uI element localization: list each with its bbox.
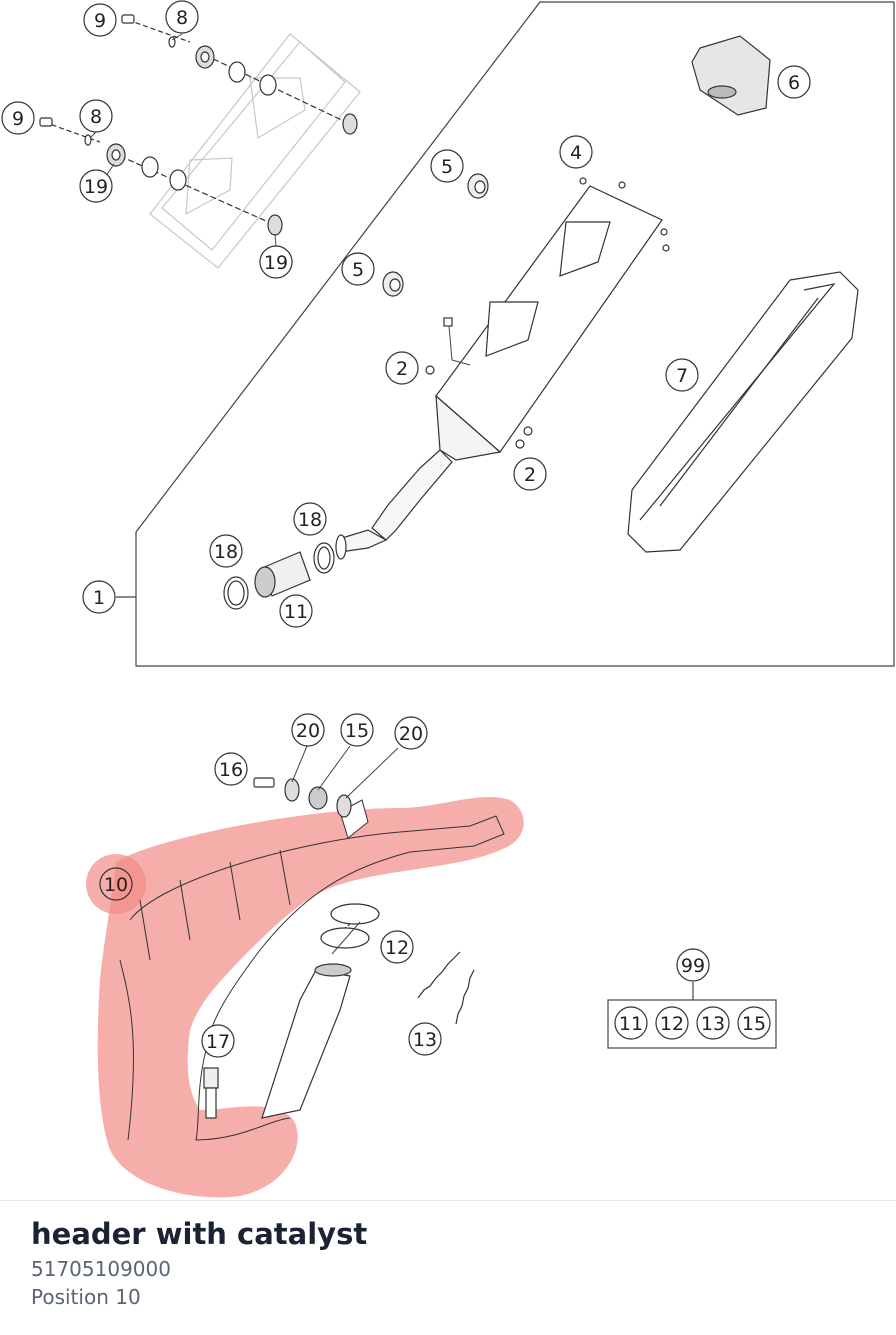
silencer-body — [335, 177, 670, 560]
svg-text:11: 11 — [284, 601, 308, 623]
callout-2b[interactable]: 2 — [513, 457, 547, 491]
svg-text:18: 18 — [298, 509, 322, 531]
callout-12[interactable]: 12 — [380, 930, 414, 964]
kit-callout-15[interactable]: 15 — [737, 1006, 771, 1040]
silencer-outer-shell — [627, 271, 859, 553]
callout-19a[interactable]: 19 — [79, 169, 113, 203]
mount-hardware-upper — [121, 14, 358, 135]
svg-text:18: 18 — [214, 541, 238, 563]
callout-5b[interactable]: 5 — [341, 252, 375, 286]
callout-13[interactable]: 13 — [408, 1022, 442, 1056]
callout-20a[interactable]: 20 — [291, 713, 325, 747]
kit-callout-11[interactable]: 11 — [614, 1006, 648, 1040]
callout-8b[interactable]: 8 — [79, 99, 113, 133]
callout-15[interactable]: 15 — [340, 713, 374, 747]
callout-11[interactable]: 11 — [279, 594, 313, 628]
svg-text:20: 20 — [399, 723, 423, 745]
callout-6[interactable]: 6 — [777, 65, 811, 99]
callout-4[interactable]: 4 — [559, 135, 593, 169]
selected-part-panel: header with catalyst 51705109000 Positio… — [0, 1200, 896, 1335]
callout-10[interactable]: 10 — [99, 867, 133, 901]
header-pipe-outline — [119, 799, 505, 1141]
mount-hardware-lower — [39, 117, 283, 236]
callout-1[interactable]: 1 — [82, 580, 116, 614]
svg-text:16: 16 — [219, 759, 243, 781]
kit-callout-13[interactable]: 13 — [696, 1006, 730, 1040]
tension-springs — [417, 951, 475, 1025]
rubber-grommets — [382, 173, 489, 297]
callout-9a[interactable]: 9 — [83, 3, 117, 37]
svg-text:12: 12 — [660, 1013, 684, 1035]
connector-sleeve-parts — [223, 542, 335, 610]
svg-text:15: 15 — [742, 1013, 766, 1035]
svg-text:6: 6 — [788, 72, 800, 94]
svg-text:11: 11 — [619, 1013, 643, 1035]
part-position: Position 10 — [31, 1285, 141, 1309]
svg-text:17: 17 — [206, 1031, 230, 1053]
svg-text:20: 20 — [296, 720, 320, 742]
svg-text:13: 13 — [701, 1013, 725, 1035]
svg-text:12: 12 — [385, 937, 409, 959]
callout-7[interactable]: 7 — [665, 358, 699, 392]
kit-callout-12[interactable]: 12 — [655, 1006, 689, 1040]
callout-19b[interactable]: 19 — [259, 245, 293, 279]
part-number: 51705109000 — [31, 1257, 171, 1281]
exhaust-flange-pipe — [261, 963, 352, 1119]
callout-16[interactable]: 16 — [214, 752, 248, 786]
callout-9b[interactable]: 9 — [1, 101, 35, 135]
silencer-assembly-frame — [135, 1, 895, 667]
svg-text:2: 2 — [396, 358, 408, 380]
kit-box — [607, 999, 777, 1049]
callout-2a[interactable]: 2 — [385, 351, 419, 385]
svg-text:5: 5 — [352, 259, 364, 281]
callout-99[interactable]: 99 — [676, 948, 710, 982]
spark-plug — [203, 1067, 219, 1119]
svg-text:4: 4 — [570, 142, 582, 164]
header-pipe-highlight — [97, 796, 524, 1198]
svg-text:15: 15 — [345, 720, 369, 742]
callout-18b[interactable]: 18 — [209, 534, 243, 568]
callout-20b[interactable]: 20 — [394, 716, 428, 750]
callout-18a[interactable]: 18 — [293, 502, 327, 536]
svg-text:19: 19 — [264, 252, 288, 274]
header-mount-hardware — [253, 777, 352, 818]
frame-mount-bracket — [149, 33, 361, 269]
svg-text:5: 5 — [441, 156, 453, 178]
svg-text:1: 1 — [93, 587, 105, 609]
svg-text:7: 7 — [676, 365, 688, 387]
svg-text:13: 13 — [413, 1029, 437, 1051]
callout-8a[interactable]: 8 — [165, 0, 199, 34]
callout-5a[interactable]: 5 — [430, 149, 464, 183]
svg-text:19: 19 — [84, 176, 108, 198]
svg-text:9: 9 — [94, 10, 106, 32]
silencer-end-cap — [691, 35, 771, 116]
svg-text:2: 2 — [524, 464, 536, 486]
exploded-parts-diagram: 9 8 9 8 19 19 6 5 4 5 2 7 2 18 18 1 11 2… — [1, 0, 895, 1198]
position-10-highlight-disc — [86, 854, 146, 914]
svg-text:8: 8 — [90, 106, 102, 128]
o-rings — [320, 903, 380, 949]
part-name: header with catalyst — [31, 1217, 368, 1251]
callout-17[interactable]: 17 — [201, 1024, 235, 1058]
leader-lines — [89, 33, 471, 955]
svg-text:99: 99 — [681, 955, 705, 977]
svg-text:10: 10 — [104, 874, 128, 896]
svg-text:9: 9 — [12, 108, 24, 130]
svg-text:8: 8 — [176, 7, 188, 29]
